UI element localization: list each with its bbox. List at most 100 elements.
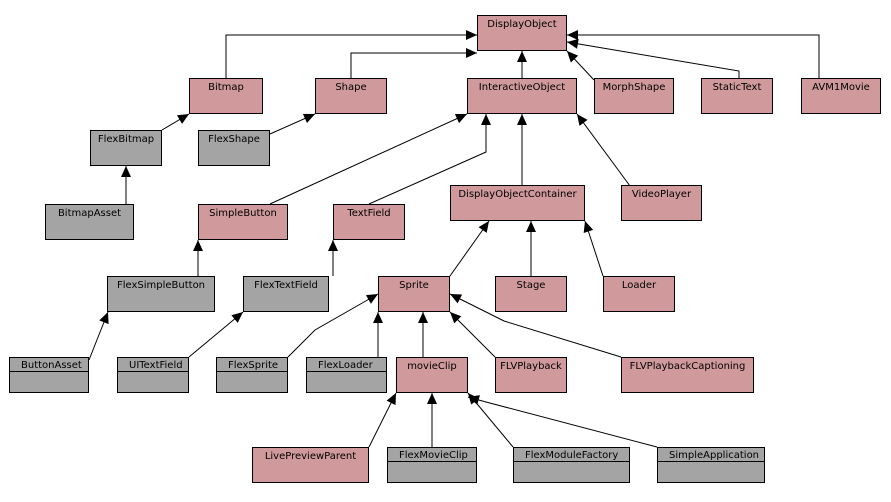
- edge-FLVPlaybackCaptioning-to-Sprite: [449, 293, 622, 358]
- edge-FlexShape-to-Shape: [269, 113, 316, 135]
- arrowhead: [386, 393, 396, 406]
- class-label: Stage: [516, 280, 546, 291]
- arrowhead: [517, 51, 527, 62]
- class-label: FlexModuleFactory: [525, 450, 619, 461]
- arrowhead: [526, 221, 536, 232]
- class-node-InteractiveObject: InteractiveObject: [467, 78, 577, 114]
- class-label: FlexShape: [208, 134, 260, 145]
- edge-Stage-to-DisplayObjectContainer: [526, 221, 536, 276]
- arrowhead: [176, 114, 189, 124]
- class-node-SimpleApplication: SimpleApplication: [657, 447, 765, 483]
- arrowhead: [468, 395, 480, 405]
- class-separator: [10, 371, 88, 372]
- arrowhead: [418, 312, 428, 323]
- class-label: FlexMovieClip: [399, 450, 468, 461]
- edge-BitmapAsset-to-FlexBitmap: [121, 166, 131, 204]
- edge-FlexMovieClip-to-movieClip: [427, 393, 437, 447]
- class-node-FlexTextField: FlexTextField: [243, 276, 329, 312]
- edge-TextField-to-InteractiveObject: [368, 114, 491, 205]
- class-label: FLVPlaybackCaptioning: [629, 361, 746, 372]
- arrowhead: [478, 221, 489, 233]
- class-separator: [307, 371, 386, 372]
- class-label: UITextField: [129, 360, 183, 371]
- class-node-BitmapAsset: BitmapAsset: [45, 204, 134, 240]
- class-node-Loader: Loader: [603, 276, 675, 312]
- class-node-SimpleButton: SimpleButton: [198, 204, 288, 240]
- class-node-Bitmap: Bitmap: [189, 78, 263, 114]
- class-separator: [217, 371, 287, 372]
- arrowhead: [365, 294, 378, 304]
- edge-Sprite-to-DisplayObjectContainer: [449, 220, 490, 277]
- class-node-FlexBitmap: FlexBitmap: [90, 130, 162, 166]
- edge-InteractiveObject-to-DisplayObject: [517, 51, 527, 78]
- edge-FlexTextField-to-TextField: [328, 240, 338, 276]
- class-node-ButtonAsset: ButtonAsset: [9, 357, 89, 393]
- class-label: Shape: [335, 82, 367, 93]
- class-label: LivePreviewParent: [264, 451, 357, 462]
- class-label: FlexTextField: [254, 280, 318, 291]
- arrowhead: [517, 114, 527, 125]
- class-node-Shape: Shape: [315, 78, 387, 114]
- class-label: FLVPlayback: [500, 361, 562, 372]
- class-node-LivePreviewParent: LivePreviewParent: [252, 447, 369, 483]
- arrowhead: [583, 221, 594, 234]
- class-node-DisplayObject: DisplayObject: [477, 15, 567, 51]
- edge-FLVPlayback-to-Sprite: [449, 311, 496, 358]
- class-label: AVM1Movie: [812, 82, 870, 93]
- class-node-FlexLoader: FlexLoader: [306, 357, 387, 393]
- edge-FlexLoader-to-Sprite: [373, 312, 383, 357]
- edge-VideoPlayer-to-InteractiveObject: [576, 113, 631, 187]
- class-label: BitmapAsset: [57, 208, 122, 219]
- edge-FlexBitmap-to-Bitmap: [161, 113, 190, 131]
- class-node-FlexMovieClip: FlexMovieClip: [387, 447, 477, 483]
- edge-FlexSimpleButton-to-SimpleButton: [193, 240, 203, 276]
- edge-ButtonAsset-to-FlexSimpleButton: [88, 311, 109, 361]
- arrowhead: [577, 114, 588, 126]
- class-label: DisplayObjectContainer: [458, 189, 577, 200]
- arrowhead: [328, 240, 338, 251]
- class-label: VideoPlayer: [631, 189, 692, 200]
- class-node-UITextField: UITextField: [117, 357, 189, 393]
- class-node-Stage: Stage: [495, 276, 567, 312]
- arrowhead: [99, 312, 109, 325]
- edge-Loader-to-DisplayObjectContainer: [583, 220, 604, 277]
- class-label: FlexBitmap: [97, 134, 155, 145]
- edge-Bitmap-to-DisplayObject: [225, 30, 477, 78]
- class-node-StaticText: StaticText: [701, 78, 773, 114]
- class-node-MorphShape: MorphShape: [594, 78, 674, 114]
- class-label: FlexSprite: [228, 360, 279, 371]
- arrowhead: [466, 48, 477, 58]
- class-label: SimpleApplication: [669, 450, 760, 461]
- edge-DisplayObjectContainer-to-InteractiveObject: [517, 114, 527, 185]
- class-node-FlexShape: FlexShape: [198, 130, 270, 166]
- class-label: FlexLoader: [318, 360, 373, 371]
- arrowhead: [450, 294, 463, 304]
- class-label: MorphShape: [602, 82, 666, 93]
- class-label: FlexSimpleButton: [116, 280, 206, 291]
- arrowhead: [567, 30, 578, 40]
- edge-LivePreviewParent-to-movieClip: [368, 392, 397, 448]
- class-node-Sprite: Sprite: [378, 276, 450, 312]
- class-node-FLVPlayback: FLVPlayback: [495, 357, 567, 393]
- class-label: Loader: [621, 280, 657, 291]
- arrowhead: [466, 30, 477, 40]
- arrowhead: [427, 393, 437, 404]
- class-node-VideoPlayer: VideoPlayer: [621, 185, 702, 221]
- class-node-DisplayObjectContainer: DisplayObjectContainer: [450, 185, 585, 221]
- edge-FlexSprite-to-Sprite: [287, 293, 379, 358]
- class-node-FlexModuleFactory: FlexModuleFactory: [513, 447, 630, 483]
- class-label: DisplayObject: [487, 19, 557, 30]
- class-label: Sprite: [399, 280, 429, 291]
- arrowhead: [481, 114, 491, 125]
- class-separator: [514, 461, 629, 462]
- class-label: TextField: [347, 208, 391, 219]
- arrowhead: [373, 312, 383, 323]
- class-label: StaticText: [712, 82, 762, 93]
- arrowhead: [302, 113, 315, 124]
- edge-SimpleApplication-to-movieClip: [467, 395, 658, 448]
- arrowhead: [121, 166, 131, 177]
- class-node-FlexSprite: FlexSprite: [216, 357, 288, 393]
- class-label: movieClip: [407, 361, 457, 372]
